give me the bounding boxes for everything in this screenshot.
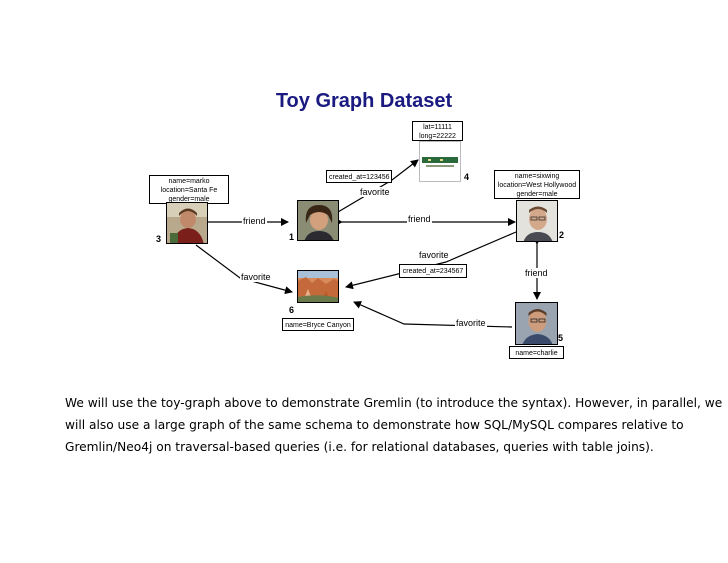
vertex-6-properties: name=Bryce Canyon: [282, 318, 354, 331]
slide-title: Toy Graph Dataset: [275, 90, 453, 112]
edge-label-favorite-3-6: favorite: [240, 272, 272, 282]
vertex-2-prop-name: name=sixwing: [514, 173, 560, 180]
vertex-3-properties: name=marko location=Santa Fe gender=male: [149, 175, 229, 204]
edge-label-favorite-2-6: favorite: [418, 250, 450, 260]
vertex-4-logo: [419, 141, 461, 182]
vertex-5-properties: name=charlie: [509, 346, 564, 359]
edge-2-6-property: created_at=234567: [399, 264, 467, 278]
edge-favorite-2-6: [345, 231, 517, 290]
edge-label-favorite-1-4: favorite: [359, 187, 391, 197]
vertex-6-prop-name: name=Bryce Canyon: [285, 322, 351, 329]
edge-favorite-3-6: [195, 244, 293, 295]
edge-favorite-1-4: [337, 159, 419, 213]
vertex-3-prop-gender: gender=male: [168, 196, 210, 203]
description-paragraph: We will use the toy-graph above to demon…: [65, 392, 723, 458]
edge-label-friend-2-5: friend: [524, 268, 549, 278]
vertex-4-prop-long: long=22222: [419, 133, 456, 140]
vertex-3-prop-location: location=Santa Fe: [160, 187, 218, 194]
vertex-2-id: 2: [559, 230, 565, 240]
vertex-1-id: 1: [289, 232, 295, 242]
edge-label-friend-3-1: friend: [242, 216, 267, 226]
vertex-2-prop-gender: gender=male: [516, 191, 558, 198]
paragraph-line: Gremlin/Neo4j on traversal-based queries…: [65, 440, 654, 454]
vertex-3-photo: [166, 202, 208, 244]
paragraph-line: will also use a large graph of the same …: [65, 418, 684, 432]
vertex-2-properties: name=sixwing location=West Hollywood gen…: [494, 170, 580, 199]
vertex-1-photo: [297, 200, 339, 241]
vertex-5-prop-name: name=charlie: [515, 350, 558, 357]
paragraph-line: We will use the toy-graph above to demon…: [65, 396, 723, 410]
vertex-5-photo: [515, 302, 558, 345]
vertex-4-properties: lat=11111 long=22222: [412, 121, 463, 141]
edge-1-4-property: created_at=123456: [326, 170, 392, 183]
vertex-3-id: 3: [156, 234, 162, 244]
edge-1-4-prop-created-at: created_at=123456: [329, 174, 390, 181]
vertex-2-prop-location: location=West Hollywood: [497, 182, 577, 189]
vertex-5-id: 5: [558, 333, 564, 343]
vertex-4-id: 4: [464, 172, 470, 182]
edge-label-favorite-5-6: favorite: [455, 318, 487, 328]
edge-label-friend-1-2: friend: [407, 214, 432, 224]
vertex-4-prop-lat: lat=11111: [423, 124, 452, 131]
vertex-2-photo: [516, 200, 558, 242]
vertex-6-id: 6: [289, 305, 295, 315]
edge-favorite-5-6: [353, 301, 513, 328]
vertex-3-prop-name: name=marko: [168, 178, 210, 185]
vertex-6-photo: [297, 270, 339, 303]
edge-2-6-prop-created-at: created_at=234567: [402, 268, 464, 275]
